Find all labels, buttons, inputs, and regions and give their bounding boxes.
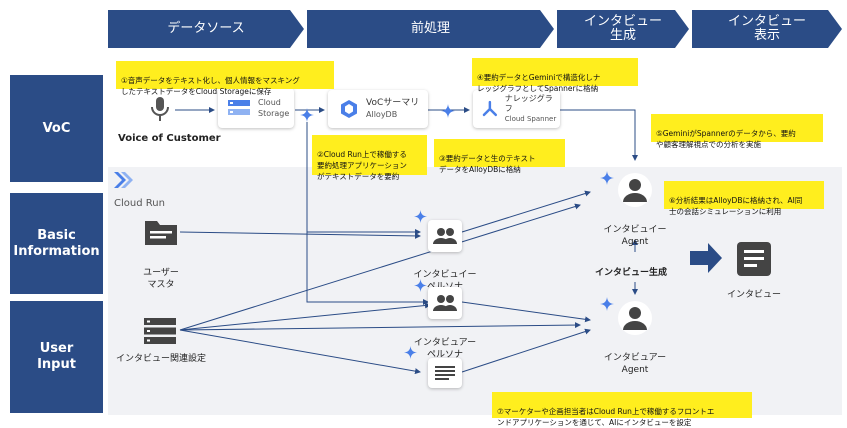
gemini-sparkle-icon <box>441 104 455 118</box>
interview-settings-caption: インタビュー関連設定 <box>106 353 216 365</box>
interviewee-agent-label: インタビュイー Agent <box>603 225 667 247</box>
note-1: ①音声データをテキスト化し、個人情報をマスキング したテキストデータをCloud… <box>116 61 334 96</box>
stage-data-source: データソース <box>108 10 304 48</box>
cloud-run-icon <box>114 172 133 188</box>
note-2: ②Cloud Run上で稼働する 要約処理アプリケーション がテキストデータを要… <box>312 135 427 181</box>
cloud-storage-icon <box>228 100 250 115</box>
cloud-storage-card: Cloud Storage <box>218 88 294 128</box>
folder-icon <box>145 221 177 245</box>
interview-caption: インタビュー <box>718 289 790 301</box>
note-2-text: ②Cloud Run上で稼働する 要約処理アプリケーション がテキストデータを要… <box>317 150 407 181</box>
list-icon <box>435 366 455 380</box>
cloud-spanner-card: ナレッジグラフ Cloud Spanner <box>473 90 560 128</box>
note-1-text: ①音声データをテキスト化し、個人情報をマスキング したテキストデータをCloud… <box>121 76 300 96</box>
cloud-spanner-icon <box>482 100 498 117</box>
stage-label: インタビュー 生成 <box>583 14 662 43</box>
interviewee-agent-caption: インタビュイー Agent <box>592 212 678 248</box>
note-6: ⑥分析結果はAlloyDBに格納され、AI同 士の会話シミュレーションに利用 <box>664 181 824 216</box>
settings-stack-icon <box>144 318 176 344</box>
alloydb-card: VoCサーマリ AlloyDB <box>328 90 428 128</box>
stage-interview-generation: インタビュー 生成 <box>557 10 689 48</box>
stage-preprocessing: 前処理 <box>307 10 554 48</box>
interviewer-persona-caption: インタビュアー ペルソナ <box>405 325 485 361</box>
document-icon <box>737 242 771 276</box>
cloud-storage-sub: Storage <box>258 109 290 118</box>
interviewee-agent-icon <box>618 173 652 207</box>
row-user-input: User Input <box>10 301 103 413</box>
stage-label: インタビュー 表示 <box>727 14 806 43</box>
interviewer-agent-label: インタビュアー Agent <box>603 353 667 375</box>
gemini-sparkle-icon <box>404 346 417 359</box>
gemini-sparkle-icon <box>600 171 614 185</box>
row-voc: VoC <box>10 75 103 182</box>
alloydb-icon <box>341 100 357 118</box>
row-basic-label: Basic Information <box>13 227 100 259</box>
interview-guide-card <box>428 358 462 388</box>
note-5: ⑤GeminiがSpannerのデータから、要約 や顧客理解視点での分析を実施 <box>651 114 823 149</box>
interview-label: インタビュー <box>726 290 781 300</box>
note-5-text: ⑤GeminiがSpannerのデータから、要約 や顧客理解視点での分析を実施 <box>656 129 796 149</box>
interviewer-persona-card <box>428 287 462 319</box>
interview-settings-label: インタビュー関連設定 <box>115 354 206 364</box>
row-user-label: User Input <box>37 341 76 372</box>
note-6-text: ⑥分析結果はAlloyDBに格納され、AI同 士の会話シミュレーションに利用 <box>669 196 803 216</box>
note-4: ④要約データとGeminiで構造化しナ レッジグラフとしてSpannerに格納 <box>472 58 638 93</box>
voice-of-customer-label: Voice of Customer <box>118 133 221 144</box>
interviewer-persona-label: インタビュアー ペルソナ <box>413 338 477 360</box>
gemini-sparkle-icon <box>300 108 314 122</box>
stage-interview-display: インタビュー 表示 <box>692 10 842 48</box>
gemini-sparkle-icon <box>414 279 427 292</box>
user-master-label: ユーザー マスタ <box>143 268 179 290</box>
interview-generation-label: インタビュー生成 <box>594 268 667 278</box>
gemini-sparkle-icon <box>600 297 614 311</box>
alloydb-sub: AlloyDB <box>366 110 398 119</box>
note-7-text: ⑦マーケターや企画担当者はCloud Run上で稼働するフロントエ ンドアプリケ… <box>497 407 715 427</box>
stage-label: 前処理 <box>410 21 450 36</box>
cloud-spanner-sub: Cloud Spanner <box>504 115 557 123</box>
interviewer-agent-caption: インタビュアー Agent <box>592 340 678 376</box>
note-4-text: ④要約データとGeminiで構造化しナ レッジグラフとしてSpannerに格納 <box>477 73 601 93</box>
stage-label: データソース <box>167 21 245 36</box>
microphone-icon <box>151 97 169 121</box>
alloydb-title: VoCサーマリ <box>366 98 420 108</box>
people-icon <box>433 295 457 311</box>
gemini-sparkle-icon <box>414 210 427 223</box>
note-3-text: ③要約データと生のテキスト データをAlloyDBに格納 <box>439 154 536 174</box>
cloud-storage-title: Cloud <box>258 98 281 107</box>
people-icon <box>433 228 457 244</box>
note-3: ③要約データと生のテキスト データをAlloyDBに格納 <box>434 139 565 174</box>
row-voc-label: VoC <box>42 120 71 136</box>
row-basic-information: Basic Information <box>10 193 103 294</box>
interviewer-agent-icon <box>618 301 652 335</box>
cloud-spanner-title: ナレッジグラフ <box>504 94 553 113</box>
user-master-caption: ユーザー マスタ <box>128 255 194 291</box>
note-7: ⑦マーケターや企画担当者はCloud Run上で稼働するフロントエ ンドアプリケ… <box>492 392 752 427</box>
cloud-run-label: Cloud Run <box>114 198 165 209</box>
interviewee-persona-card <box>428 220 462 252</box>
